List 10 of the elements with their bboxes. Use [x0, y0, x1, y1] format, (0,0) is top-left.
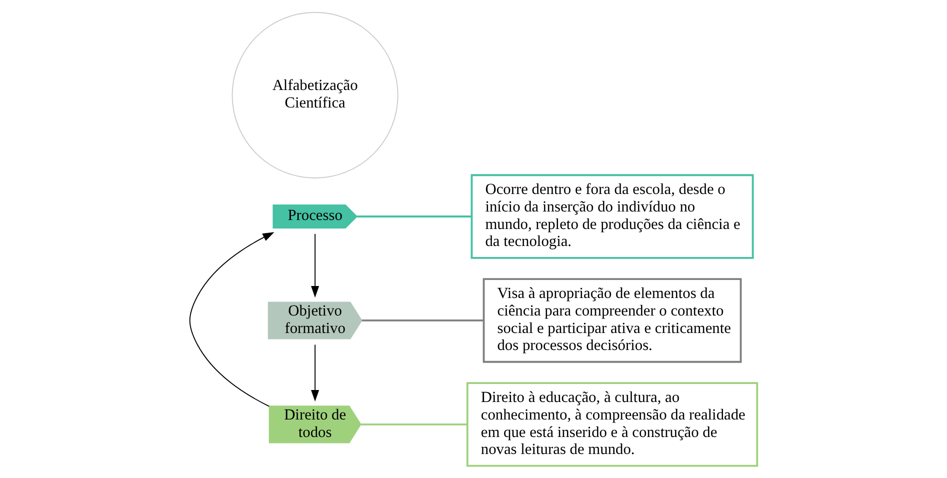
- node-box: Visa à apropriação de elementos da ciência para compreender o contexto social e participar ativa e criticamente dos processos decisórios.: [482, 278, 742, 363]
- node-box: Ocorre dentro e fora da escola, desde o início da inserção do indivíduo no mundo, repleto de produções da ciência e da tecnologia.: [470, 174, 754, 259]
- node-box: Direito à educação, à cultura, ao conhecimento, à compreensão da realidade em que está inserido e à construção de novas leituras de mundo.: [466, 382, 758, 467]
- arrow: [189, 232, 274, 407]
- arrow: [311, 344, 320, 402]
- connector: [360, 423, 468, 426]
- node-circle: Alfabetização Científica: [232, 12, 398, 179]
- connector: [362, 320, 484, 322]
- connector: [357, 216, 472, 218]
- arrow: [311, 233, 320, 298]
